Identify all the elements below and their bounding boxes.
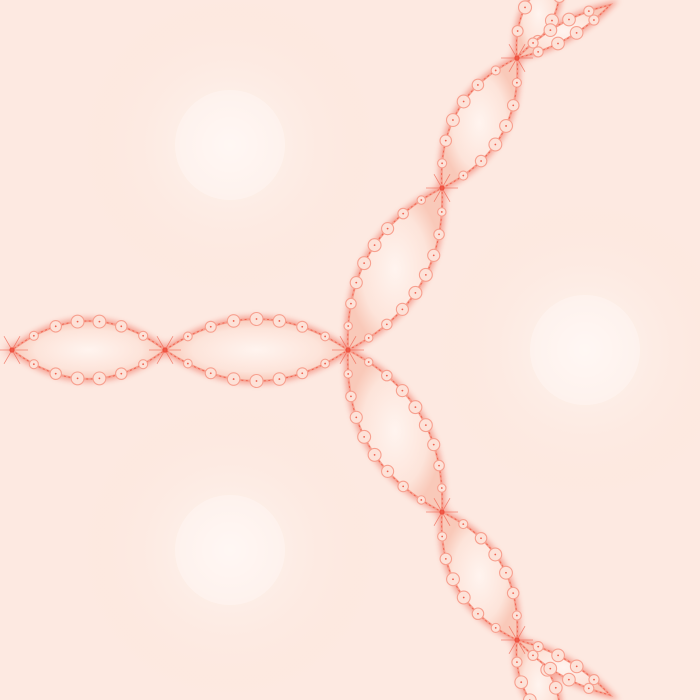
background-halos	[80, 0, 700, 700]
fractal-nodes	[0, 43, 533, 655]
fractal-bulbs	[10, 0, 614, 700]
